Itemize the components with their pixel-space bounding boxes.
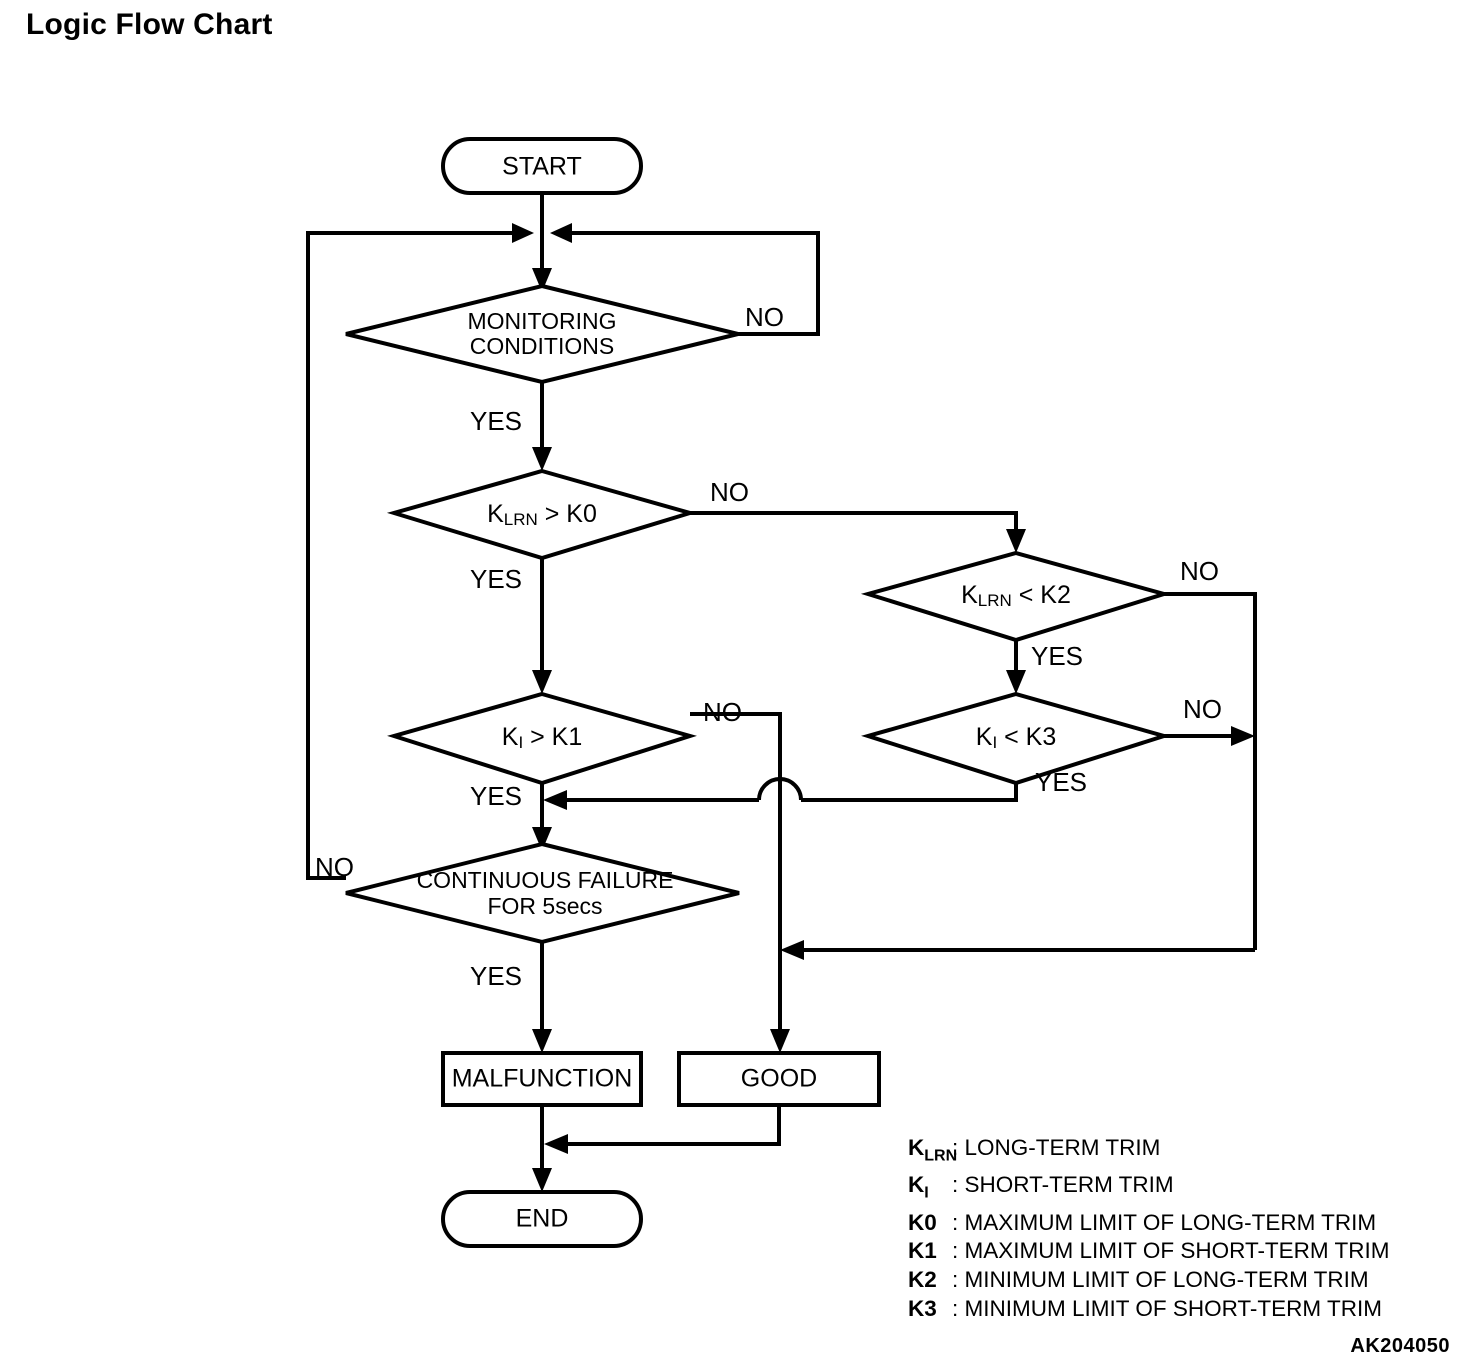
edge-ki-lt-k3-yes-right-seg [801, 783, 1018, 802]
node-klrn-lt-k2-label: KLRN < K2 [961, 581, 1071, 611]
legend-row: K2 : MINIMUM LIMIT OF LONG-TERM TRIM [908, 1266, 1390, 1295]
branch-label-ki-gt-k1-no: NO [703, 697, 742, 727]
node-monitoring-conditions[interactable] [345, 283, 739, 385]
node-monitoring-label-line2: CONDITIONS [470, 333, 614, 359]
legend-desc-ki: : SHORT-TERM TRIM [952, 1172, 1174, 1198]
ki-lt-k3-symbol: K [976, 723, 993, 751]
branch-label-continuous-failure-yes: YES [470, 961, 522, 991]
page-title: Logic Flow Chart [26, 8, 273, 41]
branch-label-continuous-failure-no: NO [315, 852, 354, 882]
branch-label-monitoring-no: NO [745, 302, 784, 332]
legend-row: K1 : MAXIMUM LIMIT OF SHORT-TERM TRIM [908, 1237, 1390, 1266]
klrn-gt-k0-subscript: LRN [504, 510, 538, 529]
document-code: AK204050 [1350, 1335, 1450, 1357]
arrowhead-ki-lt-k3-yes [543, 790, 567, 810]
node-klrn-gt-k0-label: KLRN > K0 [487, 500, 597, 530]
branch-label-ki-lt-k3-yes: YES [1035, 767, 1087, 797]
node-continuous-failure-label-line1: CONTINUOUS FAILURE [417, 867, 674, 893]
branch-label-ki-gt-k1-yes: YES [470, 781, 522, 811]
legend-desc-k1: : MAXIMUM LIMIT OF SHORT-TERM TRIM [952, 1238, 1390, 1264]
legend-symbol-k0: K0 [908, 1209, 937, 1235]
legend-desc-klrn: : LONG-TERM TRIM [952, 1135, 1161, 1160]
klrn-lt-k2-symbol: K [961, 581, 978, 609]
legend-symbol-k3: K3 [908, 1295, 937, 1321]
arrowhead-klrn-gt-k0-yes [532, 670, 552, 694]
node-klrn-lt-k2[interactable] [860, 550, 1172, 643]
node-continuous-failure[interactable] [345, 841, 740, 945]
ki-gt-k1-rest: > K1 [523, 723, 582, 751]
node-ki-lt-k3[interactable] [861, 691, 1171, 786]
node-end[interactable] [441, 1190, 643, 1248]
arrowhead-klrn-gt-k0-no [1006, 529, 1026, 553]
klrn-lt-k2-rest: < K2 [1012, 581, 1071, 609]
ki-lt-k3-rest: < K3 [997, 723, 1056, 751]
branch-label-monitoring-yes: YES [470, 406, 522, 436]
arrowhead-klrn-lt-k2-yes [1006, 670, 1026, 694]
arrowhead-cf-yes-to-malfunction [532, 1029, 552, 1053]
arrowhead-ki-lt-k3-no [1231, 726, 1255, 746]
arrowhead-cf-no-loop [512, 223, 534, 243]
legend-row: KI : SHORT-TERM TRIM [908, 1171, 1390, 1208]
legend-symbol-k1: K1 [908, 1238, 937, 1264]
arrowhead-right-rail-to-good [780, 940, 804, 960]
legend-desc-k2: : MINIMUM LIMIT OF LONG-TERM TRIM [952, 1267, 1369, 1293]
klrn-lt-k2-subscript: LRN [978, 591, 1012, 610]
ki-gt-k1-subscript: I [518, 733, 523, 752]
arrowhead-malfunction-to-end [532, 1168, 552, 1192]
arrowhead-monitoring-no-loop [550, 223, 572, 243]
branch-label-klrn-lt-k2-yes: YES [1031, 641, 1083, 671]
legend-desc-k0: : MAXIMUM LIMIT OF LONG-TERM TRIM [952, 1209, 1377, 1235]
node-klrn-gt-k0[interactable] [386, 468, 698, 561]
node-malfunction[interactable] [441, 1051, 643, 1107]
node-end-label: END [516, 1205, 569, 1233]
legend-symbol-ki: KI [908, 1172, 929, 1202]
edge-monitoring-no-loop [556, 231, 820, 336]
legend: KLRN : LONG-TERM TRIM KI : SHORT-TERM TR… [908, 1134, 1390, 1324]
legend-row: KLRN : LONG-TERM TRIM [908, 1134, 1390, 1171]
node-good[interactable] [677, 1051, 881, 1107]
node-good-label: GOOD [741, 1065, 817, 1093]
branch-label-klrn-gt-k0-no: NO [710, 477, 749, 507]
arrowhead-to-monitoring [532, 268, 552, 292]
edge-klrn-lt-k2-no [1164, 592, 1257, 950]
legend-desc-k3: : MINIMUM LIMIT OF SHORT-TERM TRIM [952, 1295, 1382, 1321]
node-continuous-failure-label-line2: FOR 5secs [487, 893, 602, 919]
arrowhead-ki-gt-k1-no-to-good [770, 1029, 790, 1053]
node-ki-gt-k1[interactable] [387, 691, 697, 786]
node-malfunction-label: MALFUNCTION [452, 1065, 633, 1093]
edge-continuous-failure-no-loop [306, 231, 528, 880]
ki-gt-k1-symbol: K [502, 723, 519, 751]
edge-ki-gt-k1-no [690, 712, 782, 1046]
arrowhead-monitoring-yes [532, 447, 552, 471]
legend-symbol-k2: K2 [908, 1267, 937, 1293]
legend-row: K3 : MINIMUM LIMIT OF SHORT-TERM TRIM [908, 1295, 1390, 1324]
edge-klrn-gt-k0-no [690, 511, 1018, 546]
klrn-gt-k0-symbol: K [487, 500, 504, 528]
arrowhead-good-to-end [544, 1134, 568, 1154]
branch-label-klrn-gt-k0-yes: YES [470, 564, 522, 594]
line-hop-arc [757, 777, 803, 801]
ki-lt-k3-subscript: I [992, 733, 997, 752]
node-ki-gt-k1-label: KI > K1 [502, 723, 583, 753]
legend-row: K0 : MAXIMUM LIMIT OF LONG-TERM TRIM [908, 1209, 1390, 1238]
node-start[interactable] [441, 137, 643, 195]
node-start-label: START [502, 153, 582, 181]
legend-symbol-klrn: KLRN [908, 1135, 958, 1165]
klrn-gt-k0-rest: > K0 [538, 500, 597, 528]
edge-good-to-end [556, 1104, 781, 1146]
node-ki-lt-k3-label: KI < K3 [976, 723, 1057, 753]
node-monitoring-label-line1: MONITORING [467, 308, 616, 334]
branch-label-klrn-lt-k2-no: NO [1180, 556, 1219, 586]
branch-label-ki-lt-k3-no: NO [1183, 694, 1222, 724]
arrowhead-ki-gt-k1-yes [532, 827, 552, 851]
